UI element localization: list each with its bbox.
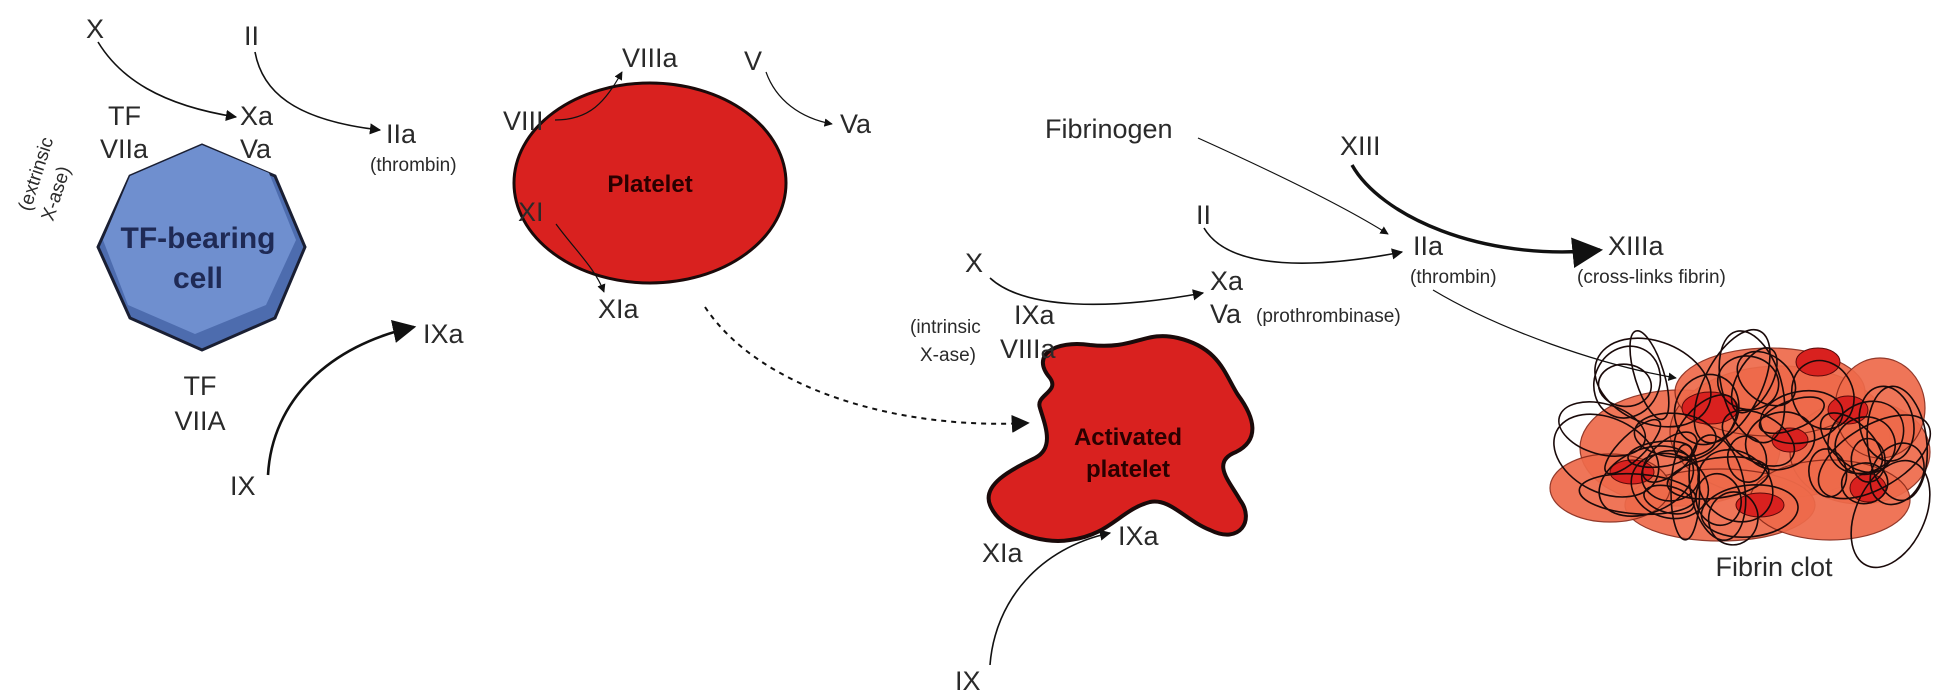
arrow-iia-to-clot bbox=[1433, 290, 1676, 378]
init-ii: II bbox=[244, 21, 259, 51]
fibrinogen-label: Fibrinogen bbox=[1045, 114, 1173, 144]
tf-bottom-viia: VIIA bbox=[174, 406, 225, 436]
ap-prothrombinase: (prothrombinase) bbox=[1256, 306, 1401, 327]
prop-ii: II bbox=[1196, 200, 1211, 230]
init-thrombin: (thrombin) bbox=[370, 155, 457, 176]
clot-red-cell bbox=[1796, 348, 1840, 376]
ap-viiia-complex: VIIIa bbox=[1000, 334, 1057, 364]
ap-ix: IX bbox=[955, 666, 981, 694]
init-va: Va bbox=[240, 134, 272, 164]
prop-iia: IIa bbox=[1413, 231, 1444, 261]
platelet-v: V bbox=[744, 46, 762, 76]
fibrin-clot-label: Fibrin clot bbox=[1715, 552, 1833, 582]
platelet-label: Platelet bbox=[607, 171, 692, 198]
tf-bearing-cell: TF-bearing cell bbox=[98, 145, 305, 350]
ap-x: X bbox=[965, 248, 983, 278]
ap-ixa: IXa bbox=[1118, 521, 1160, 551]
platelet-viii: VIII bbox=[503, 106, 544, 136]
init-ixa: IXa bbox=[423, 319, 465, 349]
ap-ixa-complex: IXa bbox=[1014, 300, 1056, 330]
tf-complex-viia: VIIa bbox=[100, 134, 149, 164]
activated-platelet-label-1: Activated bbox=[1074, 424, 1182, 451]
tf-cell-label-2: cell bbox=[173, 262, 223, 295]
arrow-ix-to-ixa bbox=[268, 327, 414, 475]
platelet-va: Va bbox=[840, 109, 872, 139]
platelet-xi: XI bbox=[518, 197, 544, 227]
ap-xia: XIa bbox=[982, 538, 1024, 568]
tf-complex-tf: TF bbox=[108, 101, 141, 131]
arrow-v-to-va bbox=[766, 72, 832, 124]
init-xa: Xa bbox=[240, 101, 274, 131]
arrow-ii-to-iia bbox=[255, 52, 380, 130]
arrow-xiii-to-xiiia bbox=[1352, 165, 1600, 252]
init-iia: IIa bbox=[386, 119, 417, 149]
init-ix: IX bbox=[230, 471, 256, 501]
clot-red-cell bbox=[1736, 493, 1784, 517]
intrinsic-xase-line2: X-ase) bbox=[920, 345, 976, 366]
tf-cell-label-1: TF-bearing bbox=[121, 222, 276, 255]
arrow-ii-to-iia-prop bbox=[1204, 228, 1402, 263]
intrinsic-xase-line1: (intrinsic bbox=[910, 317, 981, 338]
platelet-xia: XIa bbox=[598, 294, 640, 324]
xiiia-label: XIIIa bbox=[1608, 231, 1665, 261]
platelet-viiia: VIIIa bbox=[622, 43, 679, 73]
prop-thrombin: (thrombin) bbox=[1410, 267, 1497, 288]
fibrin-clot bbox=[1540, 318, 1937, 580]
crosslinks-label: (cross-links fibrin) bbox=[1577, 267, 1726, 288]
activated-platelet-label-2: platelet bbox=[1086, 456, 1170, 483]
init-x: X bbox=[86, 14, 104, 44]
xiii-label: XIII bbox=[1340, 131, 1381, 161]
ap-xa: Xa bbox=[1210, 266, 1244, 296]
tf-bottom-tf: TF bbox=[184, 371, 217, 401]
ap-va: Va bbox=[1210, 299, 1242, 329]
